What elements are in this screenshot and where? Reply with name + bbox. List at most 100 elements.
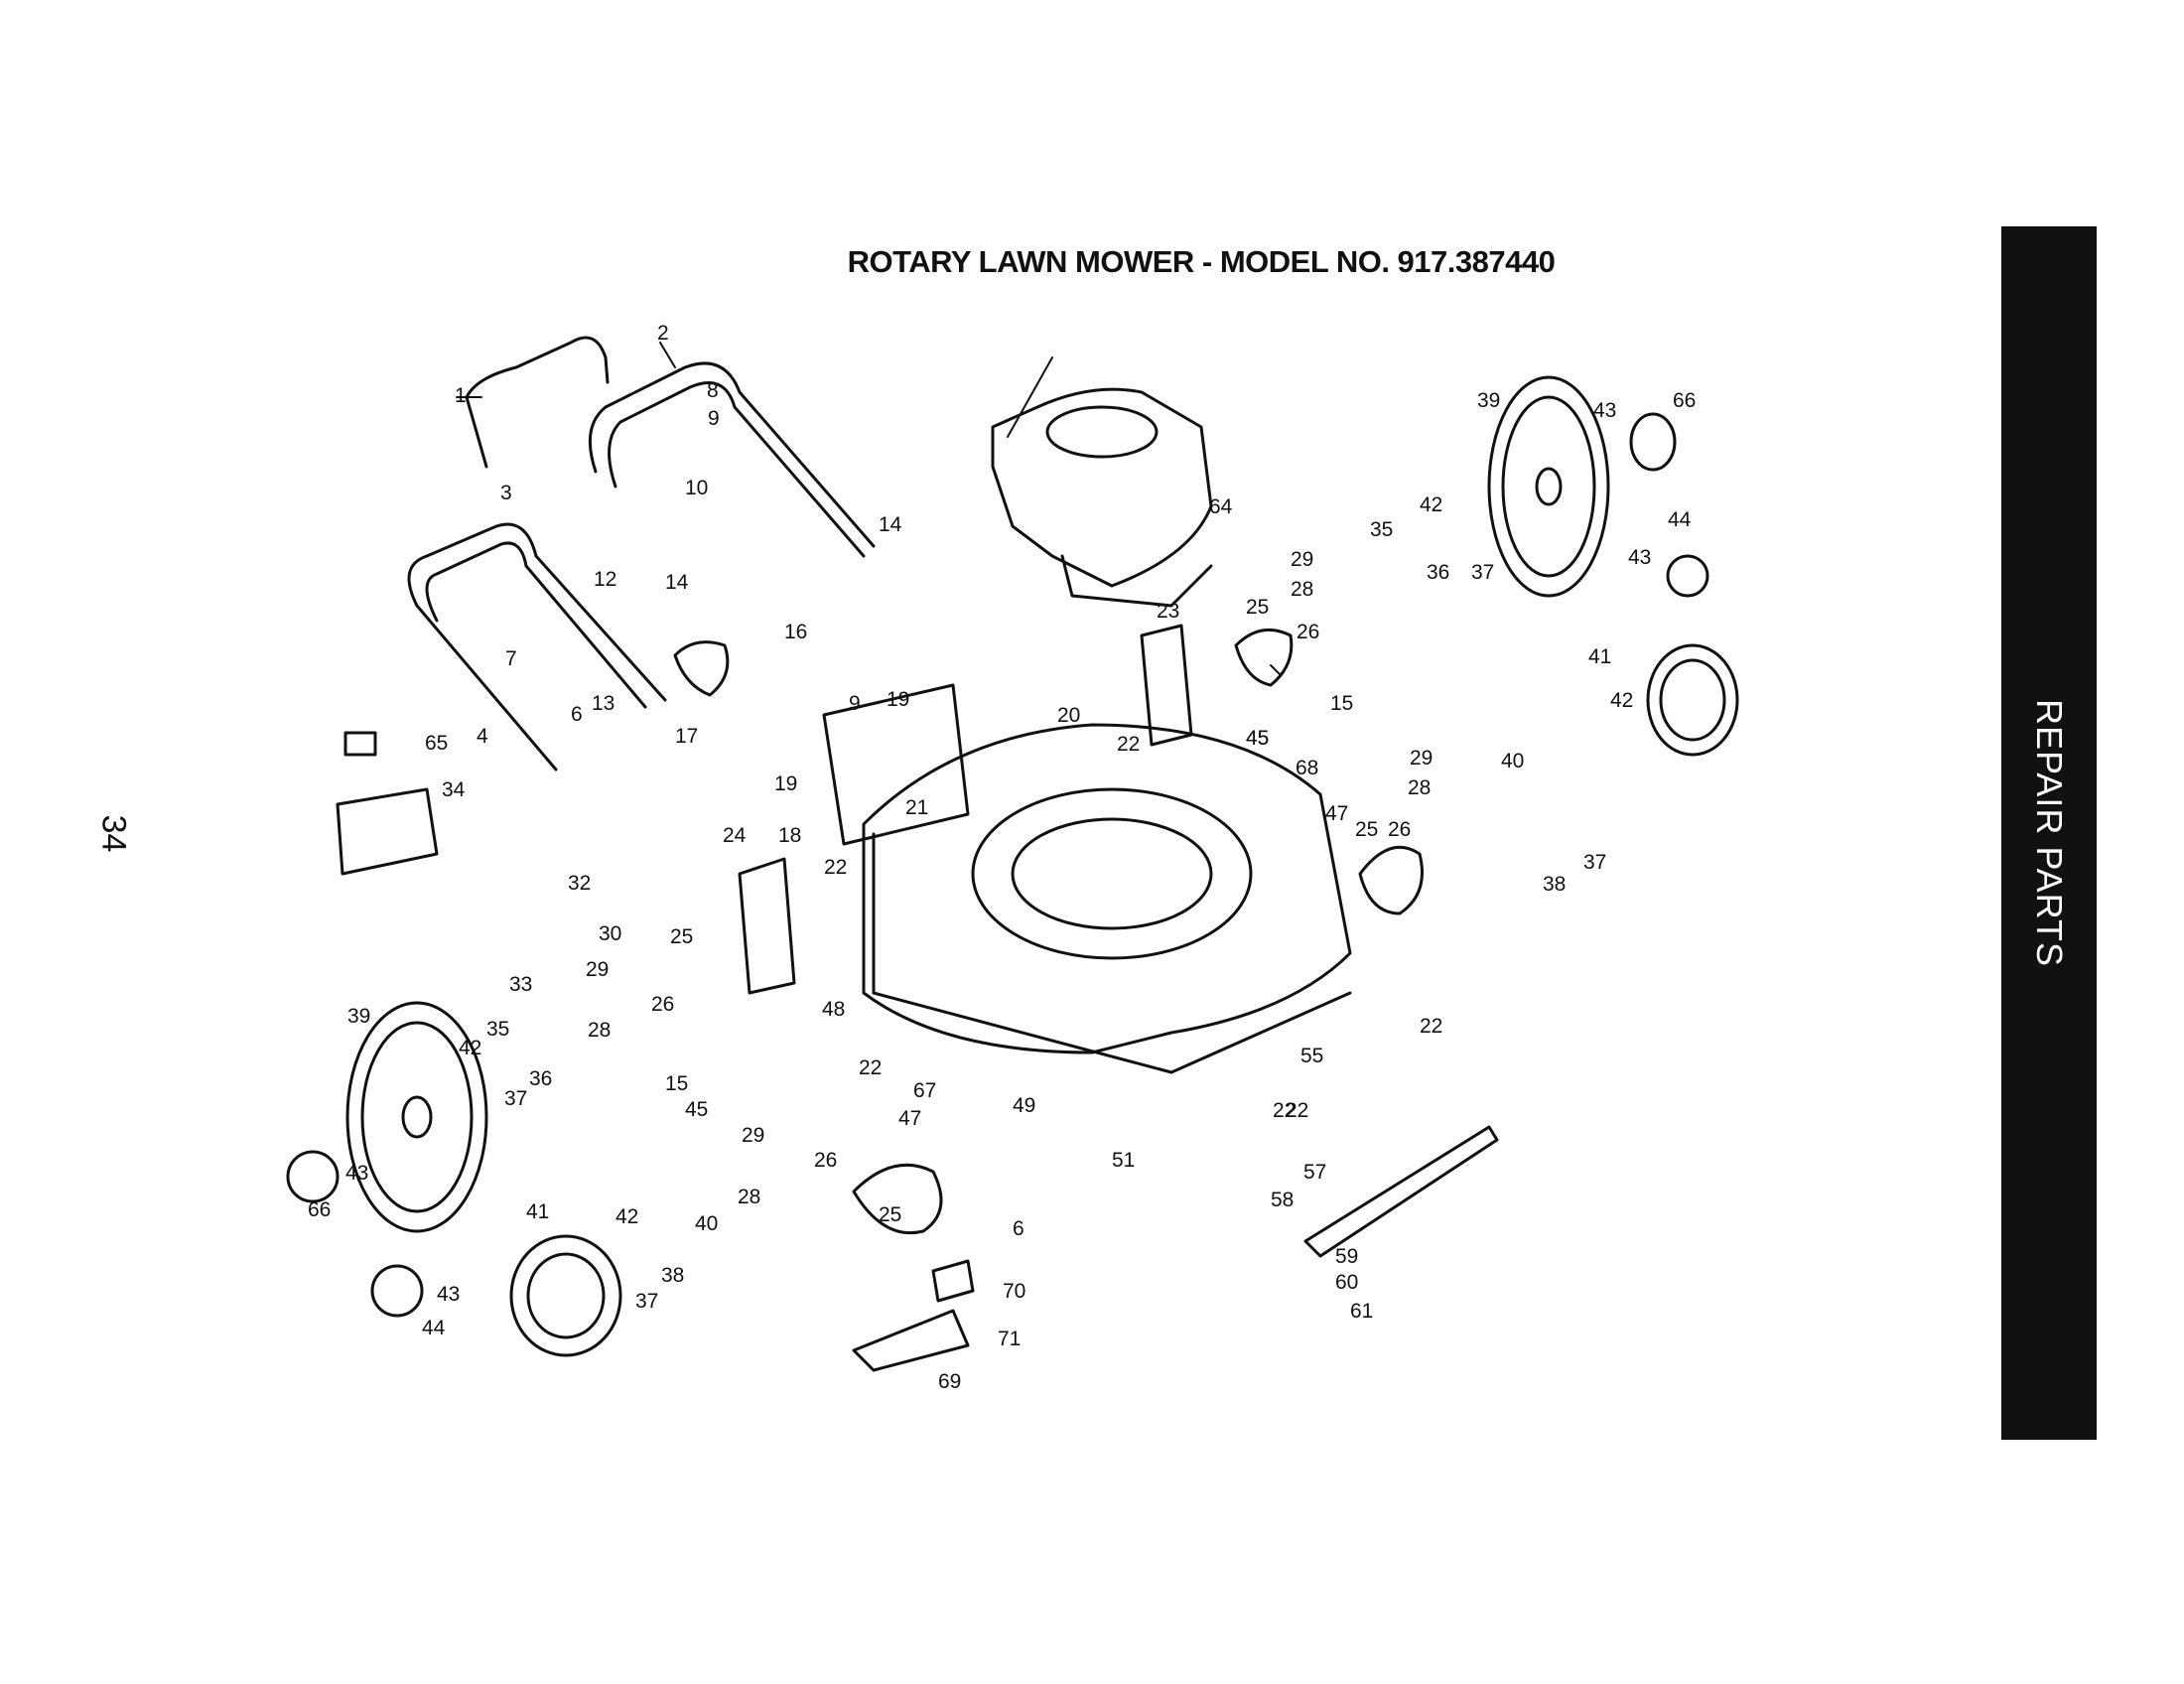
part-callout-25: 25	[670, 925, 693, 948]
part-callout-4: 4	[477, 725, 488, 748]
part-callout-48: 48	[822, 998, 845, 1021]
part-callout-30: 30	[599, 922, 621, 945]
part-callout-65: 65	[425, 732, 448, 755]
part-callout-36: 36	[1427, 561, 1449, 584]
part-callout-35: 35	[486, 1018, 509, 1041]
part-callout-44: 44	[1668, 508, 1692, 531]
diagram-title: ROTARY LAWN MOWER - MODEL NO. 917.387440	[847, 244, 1556, 279]
part-callout-37: 37	[635, 1290, 658, 1313]
part-callout-36: 36	[529, 1067, 552, 1090]
part-callout-51: 51	[1112, 1149, 1135, 1172]
part-callout-6: 6	[571, 703, 583, 726]
part-callout-6: 6	[1013, 1217, 1024, 1240]
part-callout-38: 38	[1543, 873, 1566, 896]
part-callout-39: 39	[1477, 389, 1500, 412]
part-callout-37: 37	[1583, 851, 1606, 874]
part-callout-25: 25	[1355, 818, 1378, 841]
part-callout-47: 47	[1325, 802, 1348, 825]
part-callout-28: 28	[588, 1019, 611, 1042]
part-callout-37: 37	[1471, 561, 1494, 584]
part-callout-26: 26	[814, 1149, 837, 1172]
part-callout-47: 47	[898, 1107, 921, 1130]
part-callout-21: 21	[905, 796, 928, 819]
part-callout-22: 22	[1420, 1015, 1442, 1038]
part-callout-23: 23	[1157, 600, 1179, 623]
part-callout-19: 19	[887, 688, 909, 711]
part-callout-13: 13	[592, 692, 614, 715]
part-callout-25: 25	[1246, 596, 1269, 619]
part-callout-42: 42	[1610, 689, 1633, 712]
part-callout-28: 28	[1291, 578, 1313, 601]
part-callout-38: 38	[661, 1264, 684, 1287]
part-callout-42: 42	[615, 1205, 638, 1228]
part-callout-59: 59	[1335, 1245, 1358, 1268]
part-callout-14: 14	[665, 571, 689, 594]
part-callout-19: 19	[774, 772, 797, 795]
part-callout-22: 22	[1286, 1099, 1308, 1122]
part-callout-15: 15	[1330, 692, 1353, 715]
part-callout-44: 44	[422, 1317, 446, 1339]
part-callout-41: 41	[526, 1200, 549, 1223]
part-callout-12: 12	[594, 568, 616, 591]
part-callout-60: 60	[1335, 1271, 1358, 1294]
part-callout-8: 8	[707, 379, 719, 402]
part-callout-39: 39	[347, 1005, 370, 1028]
part-callout-42: 42	[1420, 493, 1442, 516]
section-tab: REPAIR PARTS	[2001, 226, 2097, 1440]
part-callout-25: 25	[879, 1203, 901, 1226]
part-callout-37: 37	[504, 1087, 527, 1110]
part-callout-57: 57	[1303, 1161, 1326, 1184]
part-callout-45: 45	[685, 1098, 708, 1121]
part-callout-1: 1	[455, 384, 467, 407]
part-callout-28: 28	[738, 1186, 760, 1208]
part-callout-43: 43	[1593, 399, 1616, 422]
part-callout-22: 22	[859, 1056, 882, 1079]
part-callout-69: 69	[938, 1370, 961, 1393]
part-callout-14: 14	[879, 513, 902, 536]
part-callout-42: 42	[459, 1037, 481, 1059]
part-callout-43: 43	[1628, 546, 1651, 569]
part-callout-67: 67	[913, 1079, 936, 1102]
part-callout-66: 66	[308, 1198, 331, 1221]
part-callout-64: 64	[1209, 495, 1233, 518]
part-callout-70: 70	[1003, 1280, 1025, 1303]
part-callout-40: 40	[695, 1212, 718, 1235]
part-callout-7: 7	[505, 647, 517, 670]
part-callout-20: 20	[1057, 704, 1080, 727]
part-callout-45: 45	[1246, 727, 1269, 750]
part-callout-3: 3	[500, 482, 512, 504]
part-callout-22: 22	[1273, 1099, 1296, 1122]
part-callout-28: 28	[1408, 776, 1431, 799]
part-callout-26: 26	[651, 993, 674, 1016]
part-callout-35: 35	[1370, 518, 1393, 541]
part-callout-26: 26	[1388, 818, 1411, 841]
part-callout-55: 55	[1300, 1045, 1323, 1067]
part-callout-49: 49	[1013, 1094, 1035, 1117]
part-callout-29: 29	[742, 1124, 764, 1147]
part-callout-24: 24	[723, 824, 747, 847]
part-callout-9: 9	[708, 407, 720, 430]
part-callout-41: 41	[1588, 645, 1611, 668]
part-callout-71: 71	[998, 1328, 1021, 1350]
part-callout-43: 43	[437, 1283, 460, 1306]
part-callout-34: 34	[442, 778, 466, 801]
part-callout-32: 32	[568, 872, 591, 895]
part-callout-29: 29	[1291, 548, 1313, 571]
part-callout-61: 61	[1350, 1300, 1373, 1323]
part-callout-40: 40	[1501, 750, 1524, 772]
part-callout-2: 2	[657, 322, 669, 345]
part-callout-18: 18	[778, 824, 801, 847]
part-callout-22: 22	[1117, 733, 1140, 756]
part-callout-22: 22	[824, 856, 847, 879]
part-callout-45: 45	[1246, 727, 1269, 750]
part-callout-16: 16	[784, 621, 807, 643]
part-callout-9: 9	[849, 692, 861, 715]
part-callout-29: 29	[1410, 747, 1433, 770]
part-callout-10: 10	[685, 477, 708, 499]
part-callout-43: 43	[345, 1162, 368, 1185]
part-callout-15: 15	[665, 1072, 688, 1095]
part-callout-33: 33	[509, 973, 532, 996]
part-callout-68: 68	[1296, 757, 1318, 779]
